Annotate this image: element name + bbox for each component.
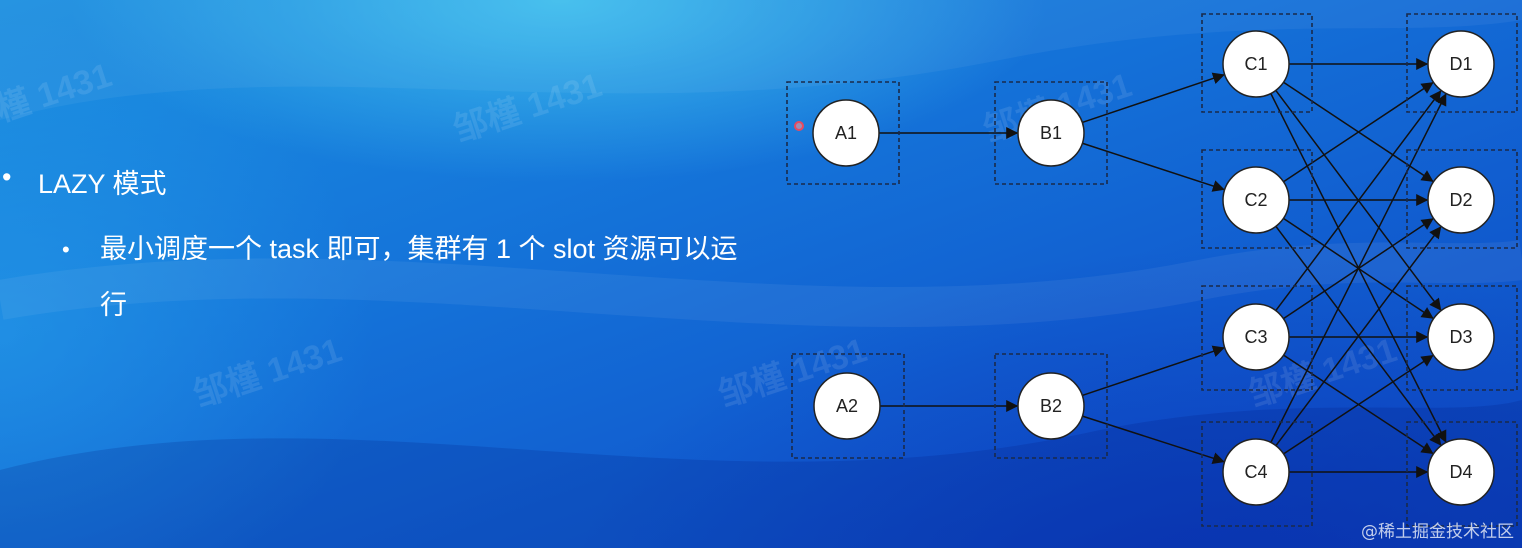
node-label: D4 [1449, 462, 1472, 482]
edge-C2-D1 [1283, 82, 1434, 183]
node-circle [1427, 166, 1495, 234]
edge-B2-C4 [1082, 415, 1225, 464]
slot-box [786, 81, 900, 185]
edge-layer [879, 58, 1447, 478]
node-C4: C4 [1222, 438, 1290, 506]
pointer-indicator-icon [794, 121, 804, 131]
node-B1: B1 [1017, 99, 1085, 167]
slot-box [994, 81, 1108, 185]
slot-box [1406, 285, 1518, 391]
slot-box [994, 353, 1108, 459]
node-A2: A2 [813, 372, 881, 440]
node-circle [1222, 303, 1290, 371]
edge-C3-D1 [1275, 90, 1442, 312]
node-D4: D4 [1427, 438, 1495, 506]
source-credit: @稀土掘金技术社区 [1361, 522, 1514, 542]
slot-box [1201, 149, 1313, 249]
node-label: D2 [1449, 190, 1472, 210]
edge-B2-C3 [1082, 345, 1225, 397]
node-label: C4 [1244, 462, 1267, 482]
bullet-dot-icon: • [2, 162, 12, 192]
node-label: C2 [1244, 190, 1267, 210]
slot-box [791, 353, 905, 459]
node-circle [1017, 99, 1085, 167]
slot-box [1406, 149, 1518, 249]
node-circle [812, 99, 880, 167]
node-label: B2 [1040, 396, 1062, 416]
node-circle [1427, 30, 1495, 98]
node-circle [1222, 166, 1290, 234]
node-D1: D1 [1427, 30, 1495, 98]
node-D2: D2 [1427, 166, 1495, 234]
node-B2: B2 [1017, 372, 1085, 440]
bullet-text: 最小调度一个 task 即可，集群有 1 个 slot 资源可以运行 [100, 234, 738, 320]
slot-box [1406, 13, 1518, 113]
node-label: C3 [1244, 327, 1267, 347]
edge-C4-D3 [1283, 355, 1434, 455]
node-C3: C3 [1222, 303, 1290, 371]
edge-B1-C1 [1082, 72, 1225, 124]
node-circle [1427, 438, 1495, 506]
node-C1: C1 [1222, 30, 1290, 98]
slot-box [1406, 421, 1518, 527]
slot-box [1201, 421, 1313, 527]
slot-box-layer [786, 13, 1518, 527]
bullet-text: LAZY 模式 [38, 169, 167, 199]
node-label: A1 [835, 123, 857, 143]
node-label: B1 [1040, 123, 1062, 143]
node-circle [1427, 303, 1495, 371]
slot-box [1201, 13, 1313, 113]
node-circle [1222, 438, 1290, 506]
node-C2: C2 [1222, 166, 1290, 234]
node-label: D3 [1449, 327, 1472, 347]
node-circle [1017, 372, 1085, 440]
edge-C4-D2 [1275, 226, 1442, 447]
slot-box [1201, 285, 1313, 391]
node-label: D1 [1449, 54, 1472, 74]
edge-C4-D1 [1270, 93, 1447, 443]
node-label: A2 [836, 396, 858, 416]
node-A1: A1 [812, 99, 880, 167]
node-circle [1222, 30, 1290, 98]
node-circle [813, 372, 881, 440]
edge-B1-C2 [1082, 142, 1225, 192]
node-D3: D3 [1427, 303, 1495, 371]
node-label: C1 [1244, 54, 1267, 74]
bullet-dot-icon: • [62, 237, 70, 262]
